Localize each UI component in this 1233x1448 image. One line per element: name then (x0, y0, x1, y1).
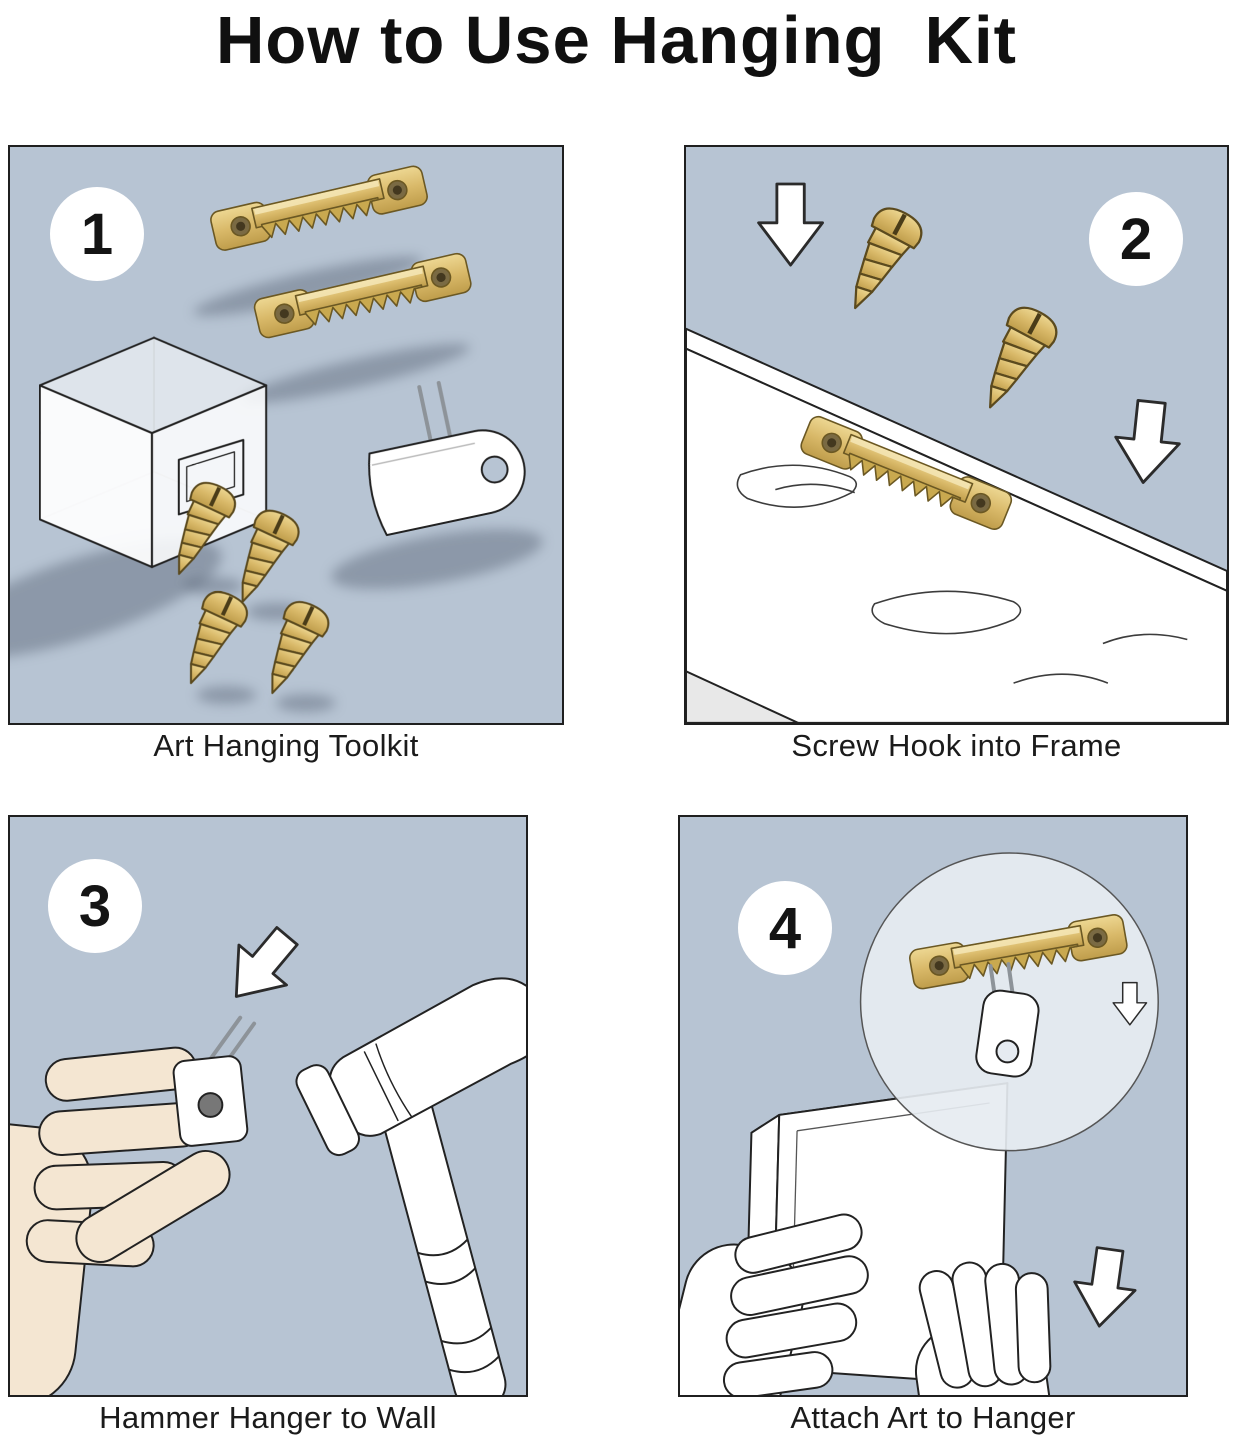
step-3-panel: 3 (8, 815, 528, 1397)
left-hand-icon (680, 1213, 869, 1395)
step-2-panel: 2 (684, 145, 1229, 725)
shadows (10, 256, 543, 712)
wall-hook-icon (368, 380, 526, 537)
screw-icon (968, 301, 1063, 419)
step-2-number-badge: 2 (1089, 192, 1183, 286)
step-1-number-badge: 1 (50, 187, 144, 281)
step-1-panel: 1 (8, 145, 564, 725)
down-arrow-icon (1109, 397, 1185, 488)
step-3-caption: Hammer Hanger to Wall (99, 1400, 437, 1435)
wall-hook-icon (975, 962, 1040, 1078)
sawtooth-hanger-icon (208, 163, 430, 253)
step-4-panel: 4 (678, 815, 1188, 1397)
hammer-icon (295, 977, 526, 1395)
step-4-number-badge: 4 (738, 881, 832, 975)
step-2-caption: Screw Hook into Frame (791, 728, 1122, 763)
step-3-number-badge: 3 (48, 859, 142, 953)
right-hand-icon (914, 1261, 1053, 1395)
toolkit-illustration (10, 163, 543, 712)
screw-icon (833, 201, 928, 319)
down-left-arrow-icon (211, 914, 313, 1018)
screw-icon (170, 586, 252, 693)
hammer-to-wall-illustration (10, 914, 526, 1395)
step-1-caption: Art Hanging Toolkit (153, 728, 419, 763)
storage-case-icon (38, 336, 268, 569)
page-title: How to Use Hanging Kit (216, 3, 1017, 78)
picture-hanger-icon (172, 1015, 257, 1147)
step-4-caption: Attach Art to Hanger (790, 1400, 1076, 1435)
down-arrow-icon (1067, 1243, 1142, 1332)
wood-grain (736, 464, 1188, 684)
hand-icon (10, 1046, 231, 1395)
down-arrow-icon (757, 182, 824, 267)
magnifier-circle-icon (859, 852, 1159, 1152)
screw-into-frame-illustration (686, 182, 1227, 723)
wood-frame-board-icon (686, 327, 1227, 723)
attach-art-illustration (680, 852, 1159, 1395)
